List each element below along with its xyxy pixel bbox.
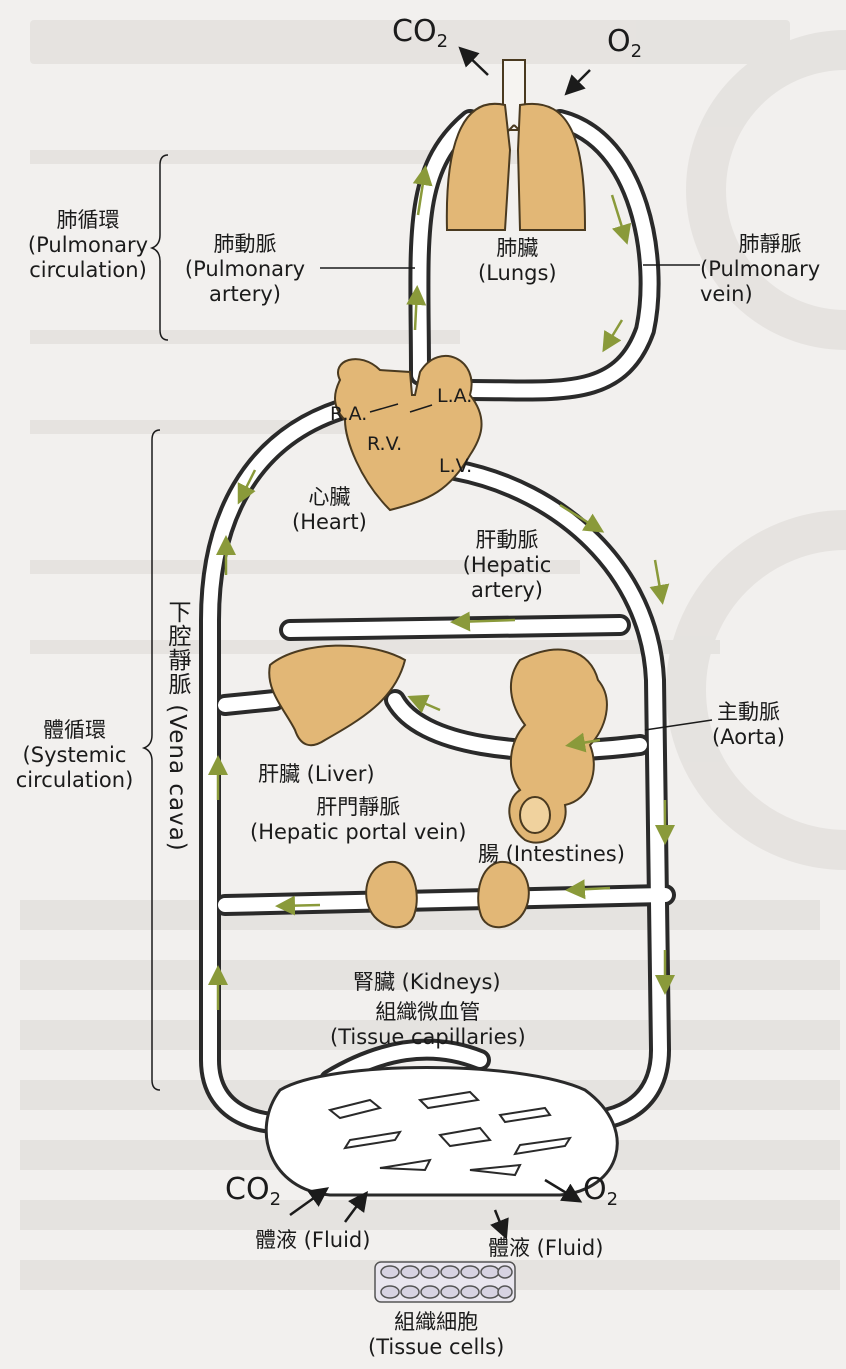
pulmonary-vein-label: 肺靜脈 (Pulmonary vein) — [700, 232, 840, 306]
systemic-circulation-label: 體循環 (Systemic circulation) — [12, 718, 137, 792]
chamber-rv-label: R.V. — [367, 433, 402, 455]
lungs-label: 肺臟 (Lungs) — [478, 236, 557, 286]
liver-label: 肝臟 (Liver) — [258, 762, 375, 787]
aorta-label: 主動脈 (Aorta) — [712, 700, 785, 750]
hepatic-portal-vein-label: 肝門靜脈 (Hepatic portal vein) — [250, 795, 467, 845]
kidneys-label: 腎臟 (Kidneys) — [353, 970, 501, 995]
hepatic-artery-label: 肝動脈 (Hepatic artery) — [452, 528, 562, 602]
tissue-cells-row — [375, 1262, 515, 1302]
pulmonary-circulation-label: 肺循環 (Pulmonary circulation) — [18, 208, 158, 282]
chamber-la-label: L.A. — [437, 385, 472, 407]
intestines-label: 腸 (Intestines) — [478, 842, 625, 867]
fluid-right-label: 體液 (Fluid) — [488, 1236, 603, 1261]
liver-organ — [269, 646, 405, 746]
vena-cava-label: 下腔靜脈 (Vena cava) — [160, 600, 194, 852]
heart-label: 心臟 (Heart) — [292, 485, 367, 535]
top-co2-label: CO2 — [392, 14, 448, 52]
capillary-bed — [266, 1068, 617, 1196]
fluid-left-label: 體液 (Fluid) — [255, 1228, 370, 1253]
top-o2-label: O2 — [607, 24, 642, 62]
pulmonary-circulation-en: (Pulmonary circulation) — [18, 233, 158, 283]
bottom-co2-label: CO2 — [225, 1172, 281, 1210]
tissue-cells-label: 組織細胞 (Tissue cells) — [368, 1310, 504, 1360]
tissue-capillaries-label: 組織微血管 (Tissue capillaries) — [330, 1000, 526, 1050]
chamber-ra-label: R.A. — [330, 403, 367, 425]
pulmonary-artery-label: 肺動脈 (Pulmonary artery) — [175, 232, 315, 306]
chamber-lv-label: L.V. — [439, 455, 472, 477]
bottom-o2-label: O2 — [583, 1172, 618, 1210]
